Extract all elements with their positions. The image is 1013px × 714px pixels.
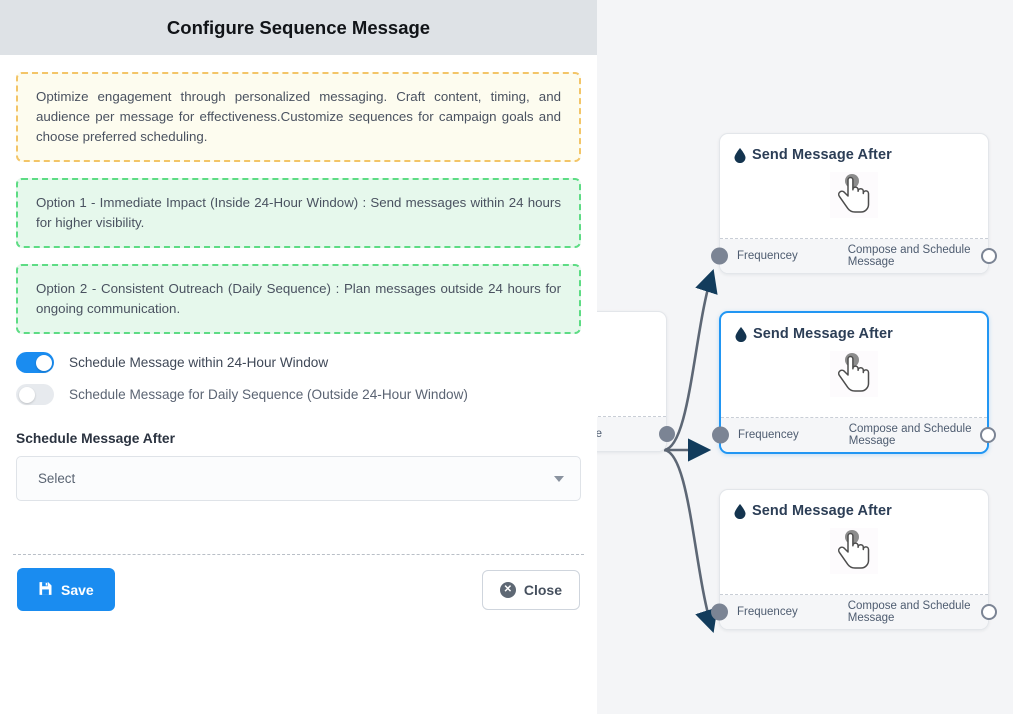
option-2-note: Option 2 - Consistent Outreach (Daily Se…	[16, 264, 581, 334]
save-button[interactable]: Save	[17, 568, 115, 611]
node-output-port[interactable]	[981, 248, 997, 264]
node-title-row: Send Message After	[734, 147, 974, 163]
node-footer: Frequencey Compose and Schedule Message	[711, 595, 997, 629]
tap-hand-icon	[830, 528, 878, 574]
node-title: Send Message After	[752, 147, 892, 163]
schedule-after-label: Schedule Message After	[16, 431, 175, 446]
node-input-port[interactable]	[711, 603, 728, 621]
node-footer-frequency-label: Frequencey	[737, 250, 798, 262]
node-input-port[interactable]	[712, 426, 729, 444]
edge-to-node-3	[663, 448, 718, 633]
configure-sequence-panel: Configure Sequence Message Optimize enga…	[0, 0, 597, 714]
toggle-row-daily-sequence[interactable]: Schedule Message for Daily Sequence (Out…	[16, 384, 581, 405]
toggle-label-daily-sequence: Schedule Message for Daily Sequence (Out…	[69, 387, 468, 402]
toggle-schedule-daily-sequence[interactable]	[16, 384, 54, 405]
toggle-knob	[18, 386, 35, 403]
node-body: Send Message After	[720, 134, 988, 238]
node-input-port[interactable]	[711, 247, 728, 265]
node-title: Send Message After	[753, 326, 893, 342]
node-title-row: Send Message After	[735, 326, 973, 342]
panel-body: Optimize engagement through personalized…	[0, 72, 597, 501]
save-button-label: Save	[61, 581, 94, 598]
panel-footer: Save ✕ Close	[0, 568, 597, 611]
node-divider	[720, 594, 988, 595]
close-icon: ✕	[499, 581, 516, 598]
toggle-label-within-24h: Schedule Message within 24-Hour Window	[69, 355, 329, 370]
info-note: Optimize engagement through personalized…	[16, 72, 581, 162]
droplet-icon	[734, 503, 746, 519]
toggle-row-within-24h[interactable]: Schedule Message within 24-Hour Window	[16, 352, 581, 373]
flow-node-2[interactable]: Send Message After Frequencey Compose an…	[712, 311, 996, 454]
tap-hand-icon	[830, 351, 878, 397]
node-footer-compose-label: Compose and Schedule Message	[848, 423, 972, 447]
toggle-schedule-within-24h[interactable]	[16, 352, 54, 373]
schedule-after-value: Select	[38, 471, 76, 486]
node-divider	[721, 417, 987, 418]
tap-hand-icon	[830, 172, 878, 218]
flow-node-3[interactable]: Send Message After Frequencey Compose an…	[711, 489, 997, 630]
node-footer-compose-label: Compose and Schedule Message	[847, 244, 971, 268]
droplet-icon	[734, 147, 746, 163]
droplet-icon	[735, 326, 747, 342]
node-divider	[720, 238, 988, 239]
node-footer: Frequencey Compose and Schedule Message	[711, 239, 997, 273]
node-footer-frequency-label: Frequencey	[737, 606, 798, 618]
edge-to-node-1	[663, 269, 718, 452]
node-footer-compose-label: Compose and Schedule Message	[847, 600, 971, 624]
close-button-label: Close	[523, 581, 562, 598]
save-icon	[38, 581, 53, 599]
node-title-row: Send Message After	[734, 503, 974, 519]
node-output-port[interactable]	[980, 427, 996, 443]
node-output-port[interactable]	[659, 426, 675, 442]
node-output-port[interactable]	[981, 604, 997, 620]
page-title: Configure Sequence Message	[166, 16, 431, 38]
node-title: Send Message After	[752, 503, 892, 519]
option-1-note: Option 1 - Immediate Impact (Inside 24-H…	[16, 178, 581, 248]
node-body: Send Message After	[721, 313, 987, 417]
node-footer-frequency-label: Frequencey	[738, 429, 799, 441]
close-button[interactable]: ✕ Close	[481, 569, 580, 610]
panel-header: Configure Sequence Message	[0, 0, 597, 55]
flow-node-1[interactable]: Send Message After Frequencey Compose an…	[711, 133, 997, 274]
chevron-down-icon[interactable]	[554, 475, 564, 482]
toggle-knob	[35, 354, 52, 371]
footer-divider	[13, 554, 584, 555]
node-footer: Frequencey Compose and Schedule Message	[712, 418, 996, 452]
schedule-after-select[interactable]: Select	[16, 456, 581, 501]
node-body: Send Message After	[720, 490, 988, 594]
